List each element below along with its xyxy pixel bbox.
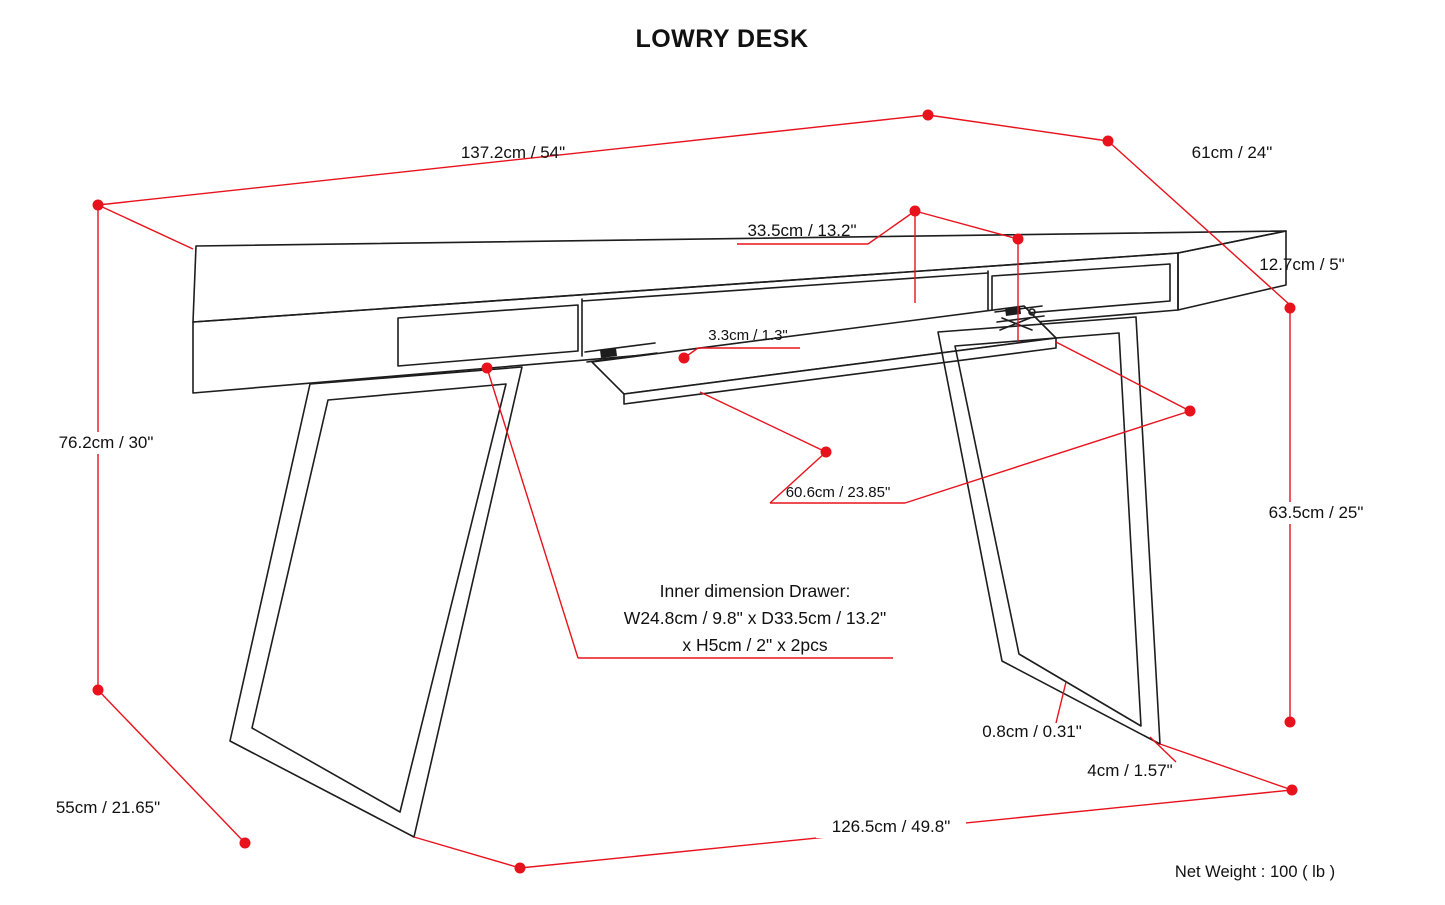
dimension-labels: 137.2cm / 54" 61cm / 24" 12.7cm / 5" 33.… bbox=[44, 143, 1378, 881]
dimension-line bbox=[769, 451, 827, 504]
label-under-clearance: 63.5cm / 25" bbox=[1269, 503, 1364, 522]
tray-slide-left-rail bbox=[586, 352, 658, 363]
label-top-thickness: 12.7cm / 5" bbox=[1259, 255, 1344, 274]
dimension-line bbox=[927, 114, 1109, 142]
dimension-line bbox=[97, 204, 194, 250]
dimension-dot bbox=[1284, 302, 1296, 314]
label-backing bbox=[816, 815, 966, 838]
label-drawer-depth: 33.5cm / 13.2" bbox=[747, 221, 856, 240]
dimension-dots bbox=[92, 109, 1298, 874]
dimension-line bbox=[1055, 681, 1067, 724]
leg-right-outer bbox=[937, 316, 1161, 745]
dimension-dot bbox=[1102, 135, 1114, 147]
label-backing bbox=[1254, 502, 1378, 524]
slide-roller bbox=[1028, 308, 1036, 316]
slide-bracket-right bbox=[1005, 306, 1021, 316]
dimension-dot bbox=[1184, 405, 1196, 417]
drawer-front-left bbox=[397, 304, 579, 367]
slide-bracket-left bbox=[600, 348, 617, 358]
label-leg-tube-thickness: 0.8cm / 0.31" bbox=[982, 722, 1082, 741]
dimension-dot bbox=[481, 362, 493, 374]
dimension-line bbox=[413, 836, 521, 869]
dimension-dot bbox=[92, 684, 104, 696]
tray-opening-top-edge bbox=[581, 272, 989, 302]
dimension-line bbox=[97, 689, 246, 844]
dimension-line bbox=[1055, 341, 1191, 412]
leg-left-inner bbox=[251, 383, 507, 813]
dimension-dot bbox=[909, 205, 921, 217]
dimension-line bbox=[1159, 743, 1293, 791]
label-leg-foot-depth: 55cm / 21.65" bbox=[56, 798, 160, 817]
dimension-dot bbox=[239, 837, 251, 849]
keyboard-tray-front bbox=[623, 337, 1057, 405]
dimension-line bbox=[486, 367, 579, 659]
label-desk-depth: 61cm / 24" bbox=[1192, 143, 1273, 162]
label-tray-lip: 3.3cm / 1.3" bbox=[708, 327, 788, 344]
tray-slide-right-rail bbox=[996, 315, 1045, 323]
desk-right-face bbox=[1177, 230, 1287, 311]
dimension-line bbox=[904, 410, 1191, 504]
dimension-dot bbox=[92, 199, 104, 211]
desk-drawing bbox=[192, 230, 1287, 838]
page-title: LOWRY DESK bbox=[635, 25, 808, 53]
dimension-dot bbox=[820, 446, 832, 458]
label-leg-tube-width: 4cm / 1.57" bbox=[1087, 761, 1172, 780]
tray-slide-left-rail bbox=[584, 342, 656, 353]
dimension-line bbox=[97, 114, 929, 206]
dimension-line bbox=[1107, 140, 1291, 306]
dimension-line bbox=[914, 210, 1019, 240]
label-leg-span: 126.5cm / 49.8" bbox=[832, 817, 951, 836]
dimension-dot bbox=[1286, 784, 1298, 796]
dimension-dot bbox=[514, 862, 526, 874]
leg-right-inner bbox=[954, 332, 1142, 727]
slide-arm bbox=[1001, 317, 1033, 331]
dimension-dot bbox=[678, 352, 690, 364]
label-tray-width: 60.6cm / 23.85" bbox=[786, 484, 891, 501]
label-backing bbox=[44, 432, 168, 454]
drawer-note-line3: x H5cm / 2" x 2pcs bbox=[682, 635, 828, 655]
drawer-front-right bbox=[991, 263, 1171, 317]
drawer-note-line1: Inner dimension Drawer: bbox=[660, 581, 851, 601]
dimension-dot bbox=[922, 109, 934, 121]
drawer-note-line2: W24.8cm / 9.8" x D33.5cm / 13.2" bbox=[624, 608, 886, 628]
label-desk-height: 76.2cm / 30" bbox=[59, 433, 154, 452]
label-desk-length: 137.2cm / 54" bbox=[461, 143, 565, 162]
dimension-lines bbox=[97, 114, 1293, 869]
dimension-dot bbox=[1284, 716, 1296, 728]
dimension-dot bbox=[1012, 233, 1024, 245]
dimension-line bbox=[867, 210, 916, 245]
net-weight: Net Weight : 100 ( lb ) bbox=[1175, 863, 1335, 881]
dimension-line bbox=[699, 391, 827, 453]
dimension-line bbox=[1149, 736, 1177, 763]
leg-left-outer bbox=[229, 366, 523, 838]
